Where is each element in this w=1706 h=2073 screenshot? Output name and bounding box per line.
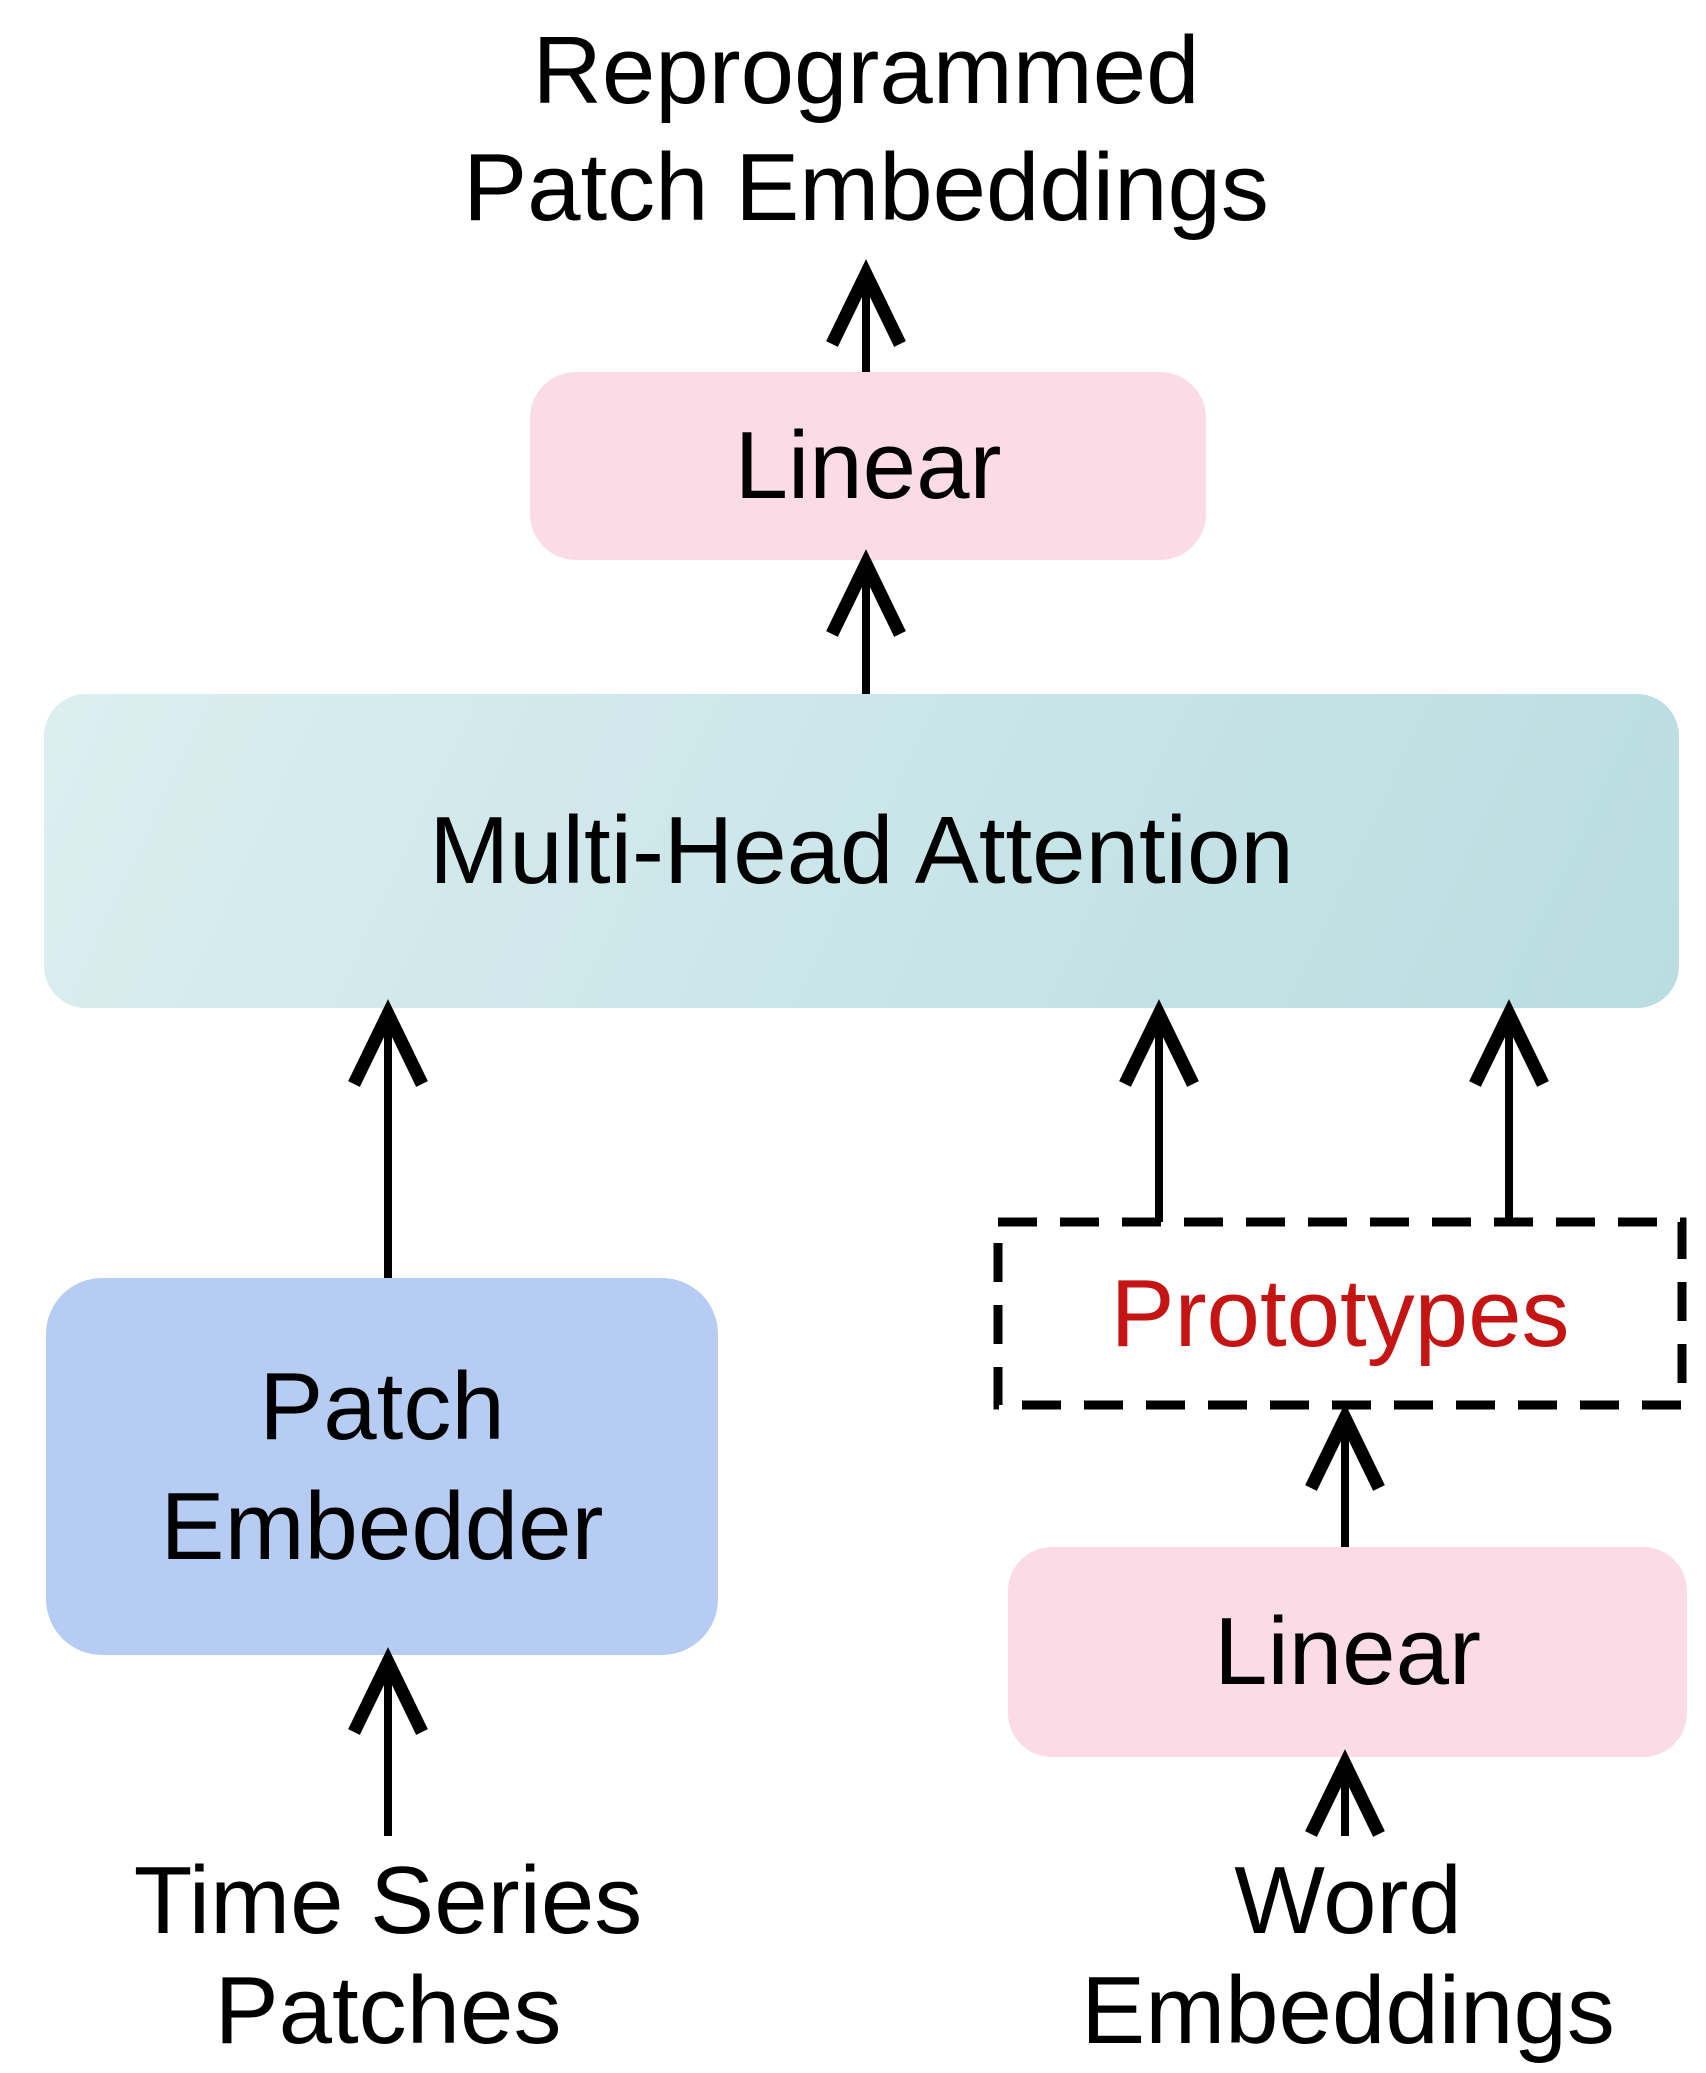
- arrow-prototypes-to-mha-left-icon: [1119, 999, 1199, 1222]
- node-patch-embedder: Patch Embedder: [46, 1278, 718, 1655]
- arrow-linear-to-output-icon: [826, 259, 906, 372]
- arrow-linear-to-prototypes-icon: [1305, 1403, 1385, 1547]
- arrow-time-series-to-patch-embedder-icon: [348, 1647, 428, 1836]
- input-label-word-embeddings: Word Embeddings: [1081, 1847, 1615, 2065]
- arrow-prototypes-to-mha-right-icon: [1469, 999, 1549, 1222]
- node-linear-top: Linear: [530, 372, 1206, 560]
- arrow-mha-to-linear-icon: [826, 549, 906, 694]
- node-prototypes: Prototypes: [993, 1217, 1687, 1410]
- input-label-time-series-patches: Time Series Patches: [133, 1847, 643, 2065]
- output-label-reprogrammed-patch-embeddings: Reprogrammed Patch Embeddings: [463, 17, 1269, 242]
- arrow-patch-embedder-to-mha-icon: [348, 999, 428, 1278]
- arrow-word-embeddings-to-linear-icon: [1305, 1749, 1385, 1837]
- node-linear-right: Linear: [1008, 1547, 1687, 1757]
- node-multi-head-attention: Multi-Head Attention: [44, 694, 1679, 1008]
